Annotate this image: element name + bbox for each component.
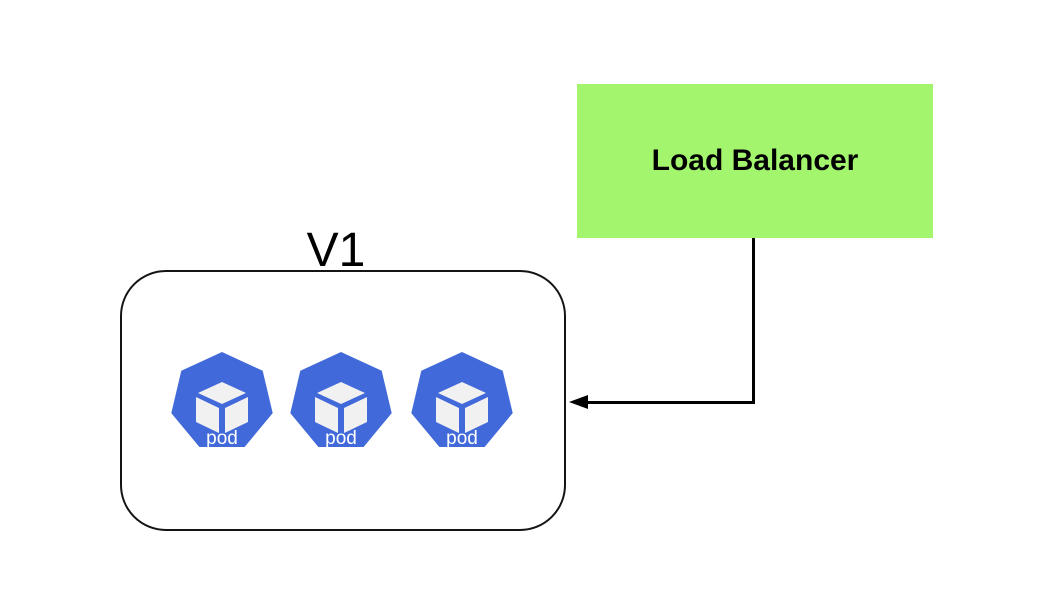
arrow-head-icon (569, 395, 588, 409)
cube-left-face-icon (436, 397, 459, 433)
cube-right-face-icon (225, 397, 248, 433)
cube-top-face-icon (317, 382, 365, 404)
pod-icon-svg: pod (290, 352, 392, 449)
cube-top-face-icon (198, 382, 246, 404)
v1-group-label: V1 (306, 224, 366, 277)
cube-left-face-icon (315, 397, 338, 433)
kubernetes-pod-icon: pod (286, 352, 396, 457)
pod-icon-svg: pod (411, 352, 513, 449)
cube-right-face-icon (465, 397, 488, 433)
v1-group-container: pod pod pod (120, 270, 566, 531)
kubernetes-pod-icon: pod (407, 352, 517, 457)
cube-right-face-icon (344, 397, 367, 433)
load-balancer-label: Load Balancer (651, 144, 859, 177)
pod-label: pod (446, 428, 478, 449)
pod-icon-svg: pod (171, 352, 273, 449)
arrow-vertical-segment (752, 238, 755, 404)
load-balancer-node: Load Balancer (577, 84, 933, 238)
pod-label: pod (206, 428, 238, 449)
arrow-horizontal-segment (585, 401, 755, 404)
kubernetes-pod-icon: pod (167, 352, 277, 457)
cube-top-face-icon (438, 382, 486, 404)
pod-label: pod (325, 428, 357, 449)
cube-left-face-icon (196, 397, 219, 433)
